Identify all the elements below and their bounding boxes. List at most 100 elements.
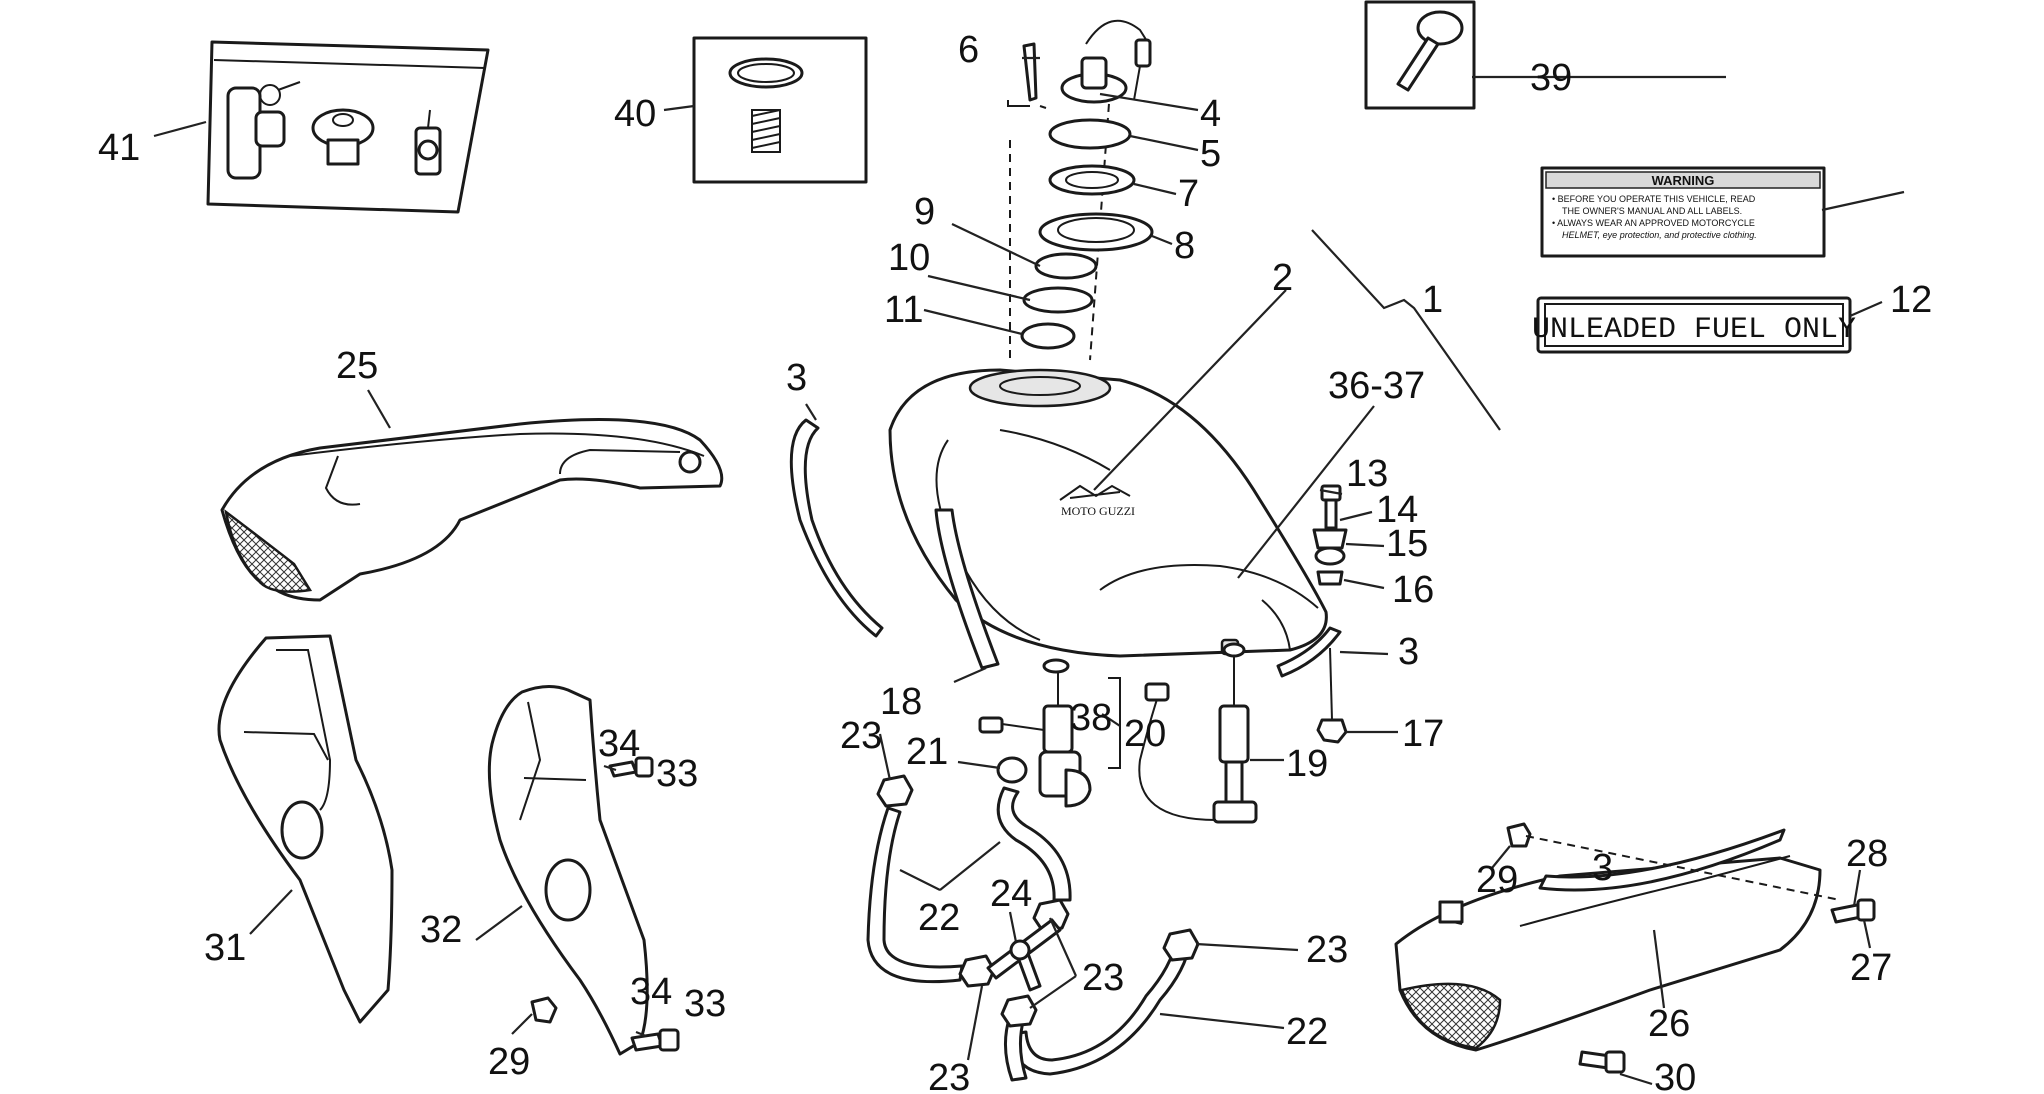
callout-15: 15 <box>1386 523 1428 565</box>
callout-28: 28 <box>1846 833 1888 875</box>
screw-33-34-upper <box>608 756 654 778</box>
frame-cover-31 <box>217 634 394 1024</box>
clamp-21 <box>996 756 1028 784</box>
callout-38: 38 <box>1070 697 1112 739</box>
callout-3-tank-left: 3 <box>786 357 807 399</box>
callout-30: 30 <box>1654 1057 1696 1094</box>
box-39-bolt <box>1364 0 1476 110</box>
callout-29-right: 29 <box>1476 859 1518 901</box>
callout-23-top: 23 <box>840 715 882 757</box>
callout-10: 10 <box>888 237 930 279</box>
callout-21: 21 <box>906 731 948 773</box>
mount-bolt-13-16 <box>1312 484 1348 586</box>
filler-cap-4 <box>1060 19 1152 104</box>
fuel-pump-icon <box>226 81 301 180</box>
tank-logo-text: MOTO GUZZI <box>1061 504 1135 518</box>
callout-11: 11 <box>884 289 923 331</box>
callout-8: 8 <box>1174 225 1195 267</box>
fuel-tap-icon <box>414 109 442 176</box>
fuel-hose-22-mid <box>996 786 1072 902</box>
leader-lines <box>153 56 1905 1086</box>
rubber-strip-3-left <box>789 418 884 638</box>
callout-27: 27 <box>1850 947 1892 989</box>
clamp-23-d <box>1032 898 1070 932</box>
callout-25: 25 <box>336 345 378 387</box>
nut-17 <box>1316 718 1348 744</box>
ring-9 <box>1034 252 1098 280</box>
callout-29-left: 29 <box>488 1041 530 1083</box>
callout-23-bottom: 23 <box>928 1057 970 1094</box>
callout-36-37: 36-37 <box>1328 365 1425 407</box>
t-connector-24 <box>986 918 1062 992</box>
tank-logo-2: MOTO GUZZI <box>1059 484 1135 518</box>
callout-39: 39 <box>1530 57 1572 99</box>
clip-29-right <box>1506 822 1532 848</box>
callout-26: 26 <box>1648 1003 1690 1045</box>
flange-8 <box>1038 212 1154 252</box>
fuel-hose-22-bottom <box>1003 1014 1028 1082</box>
gasket-10 <box>1022 286 1094 314</box>
warning-label-35: WARNING • BEFORE YOU OPERATE THIS VEHICL… <box>1540 166 1826 258</box>
fuel-tap-20 <box>978 658 1121 808</box>
callout-9: 9 <box>914 191 935 233</box>
callout-40: 40 <box>614 93 656 135</box>
clip-29-left <box>530 996 558 1024</box>
callout-22-left: 22 <box>918 897 960 939</box>
fuel-tank: MOTO GUZZI <box>888 368 1328 658</box>
rubber-strip-3-lower <box>1538 828 1786 892</box>
clamp-23-c <box>1000 994 1038 1028</box>
callout-19: 19 <box>1286 743 1328 785</box>
callout-34-lower: 34 <box>630 971 672 1013</box>
screw-6 <box>1022 42 1038 102</box>
tank-cap-icon <box>311 108 375 166</box>
neck-11 <box>1020 322 1076 350</box>
spring-icon <box>751 109 781 153</box>
box-40-seal-spring <box>692 36 868 184</box>
callout-13: 13 <box>1346 453 1388 495</box>
warning-line-4: HELMET, eye protection, and protective c… <box>1562 230 1757 240</box>
callout-14: 14 <box>1376 489 1418 531</box>
callout-17: 17 <box>1402 713 1444 755</box>
callout-24: 24 <box>990 873 1032 915</box>
vent-hose-18 <box>934 508 1000 670</box>
callout-3-rear: 3 <box>1592 847 1613 889</box>
fuel-hose-22-left <box>866 806 964 984</box>
callout-23-mid: 23 <box>1082 957 1124 999</box>
filler-cap-stack <box>1007 19 1154 361</box>
warning-line-3: • ALWAYS WEAR AN APPROVED MOTORCYCLE <box>1552 218 1755 228</box>
callout-6: 6 <box>958 29 979 71</box>
callout-33-upper: 33 <box>656 753 698 795</box>
screw-33-34-lower <box>630 1028 680 1052</box>
rear-cover-26 <box>1394 855 1822 1052</box>
callout-3-tank-right: 3 <box>1398 631 1419 673</box>
callout-2: 2 <box>1272 257 1293 299</box>
callout-33-lower: 33 <box>684 983 726 1025</box>
callout-41: 41 <box>98 127 140 169</box>
callout-20: 20 <box>1124 713 1166 755</box>
callout-5: 5 <box>1200 133 1221 175</box>
side-cover-25 <box>220 418 724 602</box>
callout-32: 32 <box>420 909 462 951</box>
callout-numbers: 1 2 3 3 3 4 5 6 7 8 9 10 11 12 13 14 15 … <box>98 29 1932 1094</box>
callout-34-upper: 34 <box>598 723 640 765</box>
callout-31: 31 <box>204 927 246 969</box>
rubber-strip-3-right <box>1276 626 1342 678</box>
warning-line-1: • BEFORE YOU OPERATE THIS VEHICLE, READ <box>1552 194 1756 204</box>
clamp-23-e <box>1162 928 1200 962</box>
callout-18: 18 <box>880 681 922 723</box>
callout-4: 4 <box>1200 93 1221 135</box>
unleaded-fuel-label-12: UNLEADED FUEL ONLY <box>1532 296 1856 354</box>
callout-23-right: 23 <box>1306 929 1348 971</box>
warning-title: WARNING <box>1652 173 1715 188</box>
callout-7: 7 <box>1178 173 1199 215</box>
fuel-level-sender-19 <box>1138 642 1258 824</box>
clamp-23-b <box>958 954 996 988</box>
warning-line-2: THE OWNER'S MANUAL AND ALL LABELS. <box>1562 206 1742 216</box>
clamp-23-a <box>876 774 914 808</box>
callout-22-right: 22 <box>1286 1011 1328 1053</box>
ring-5 <box>1048 118 1132 150</box>
callout-16: 16 <box>1392 569 1434 611</box>
callout-12: 12 <box>1890 279 1932 321</box>
unleaded-fuel-text: UNLEADED FUEL ONLY <box>1532 313 1856 347</box>
